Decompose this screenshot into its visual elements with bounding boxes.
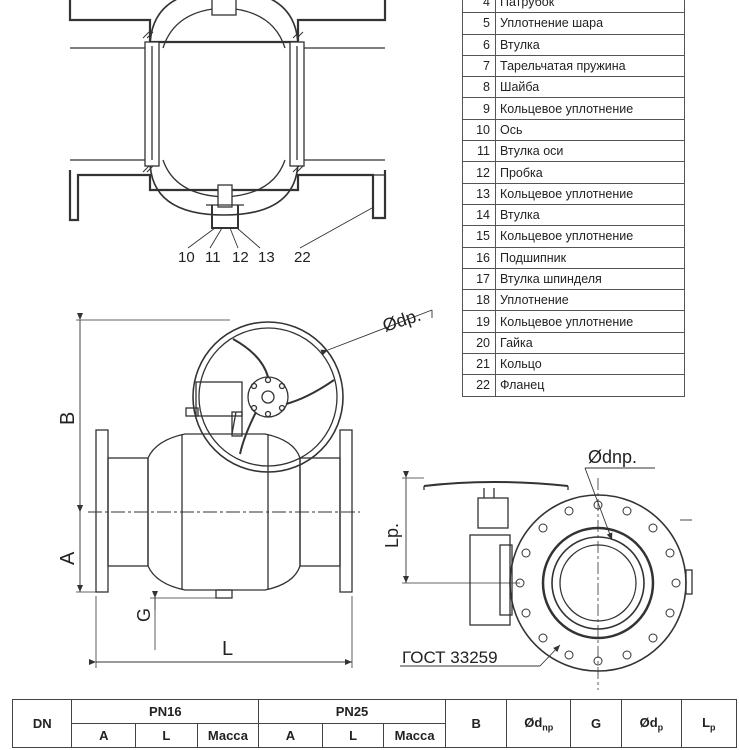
col-lp-label: L: [702, 714, 711, 730]
col-pn25-a: A: [258, 723, 323, 748]
col-pn25: PN25: [258, 699, 446, 724]
dim-l: L: [222, 638, 233, 660]
part-number: 18: [462, 289, 496, 312]
section-label-10: 10: [178, 249, 195, 266]
section-label-12: 12: [232, 249, 249, 266]
part-number: 11: [462, 140, 496, 163]
dim-b: B: [57, 412, 79, 425]
part-name: Втулка шпинделя: [495, 267, 685, 291]
col-dnp-sub: np: [542, 722, 554, 733]
part-number: 6: [462, 33, 496, 56]
dim-dp: Ødp.: [380, 305, 423, 336]
part-number: 15: [462, 225, 496, 248]
col-pn25-l: L: [321, 723, 385, 748]
part-number: 17: [462, 267, 496, 291]
part-name: Патрубок: [495, 0, 685, 14]
part-number: 16: [462, 246, 496, 269]
part-number: 19: [462, 310, 496, 333]
col-pn25-mass: Масса: [383, 723, 446, 748]
col-dp: Ødp: [621, 699, 682, 748]
part-name: Фланец: [495, 374, 685, 397]
part-name: Кольцевое уплотнение: [495, 97, 685, 120]
part-name: Кольцевое уплотнение: [495, 310, 685, 333]
part-name: Втулка оси: [495, 140, 685, 163]
col-pn16-a: A: [71, 723, 137, 748]
col-dp-label: Ød: [639, 714, 658, 730]
part-name: Уплотнение: [495, 289, 685, 312]
dim-g: G: [134, 608, 154, 622]
part-name: Втулка: [495, 203, 685, 227]
part-number: 4: [462, 0, 496, 14]
part-number: 12: [462, 161, 496, 184]
part-name: Кольцо: [495, 353, 685, 376]
col-dnp-label: Ød: [524, 714, 543, 730]
col-pn16-mass: Масса: [196, 723, 260, 748]
front-view: [76, 309, 433, 668]
part-name: Пробка: [495, 161, 685, 184]
part-name: Подшипник: [495, 246, 685, 269]
col-lp-sub: p: [710, 722, 716, 733]
dim-dnp: Ødnp.: [588, 447, 637, 467]
dim-lp: Lp.: [382, 523, 402, 548]
part-name: Уплотнение шара: [495, 12, 685, 35]
part-number: 20: [462, 331, 496, 355]
section-label-11: 11: [205, 249, 221, 266]
part-name: Гайка: [495, 331, 685, 355]
part-number: 8: [462, 76, 496, 99]
dim-a: A: [57, 551, 79, 565]
part-number: 13: [462, 182, 496, 205]
part-number: 9: [462, 97, 496, 120]
part-number: 14: [462, 203, 496, 227]
section-label-22: 22: [294, 249, 311, 266]
part-name: Втулка: [495, 33, 685, 56]
part-name: Ось: [495, 118, 685, 142]
part-number: 5: [462, 12, 496, 35]
col-dn: DN: [11, 699, 73, 748]
col-lp: Lp: [680, 699, 738, 748]
section-label-13: 13: [258, 249, 275, 266]
part-name: Шайба: [495, 76, 685, 99]
part-name: Тарельчатая пружина: [495, 54, 685, 78]
spec-table: DN PN16 PN25 B Ødnp G Ødp Lp A L Масса A…: [11, 699, 738, 748]
part-name: Кольцевое уплотнение: [495, 225, 685, 248]
part-number: 22: [462, 374, 496, 397]
part-name: Кольцевое уплотнение: [495, 182, 685, 205]
part-number: 21: [462, 353, 496, 376]
col-pn16: PN16: [71, 699, 260, 724]
part-number: 10: [462, 118, 496, 142]
side-view: [400, 467, 693, 690]
col-g: G: [570, 699, 623, 748]
part-number: 7: [462, 54, 496, 78]
section-view: [68, 0, 387, 249]
col-dp-sub: p: [657, 722, 664, 733]
col-pn16-l: L: [135, 723, 198, 748]
col-dnp: Ødnp: [506, 699, 572, 748]
col-b: B: [444, 699, 508, 748]
gost-label: ГОСТ 33259: [402, 648, 498, 667]
